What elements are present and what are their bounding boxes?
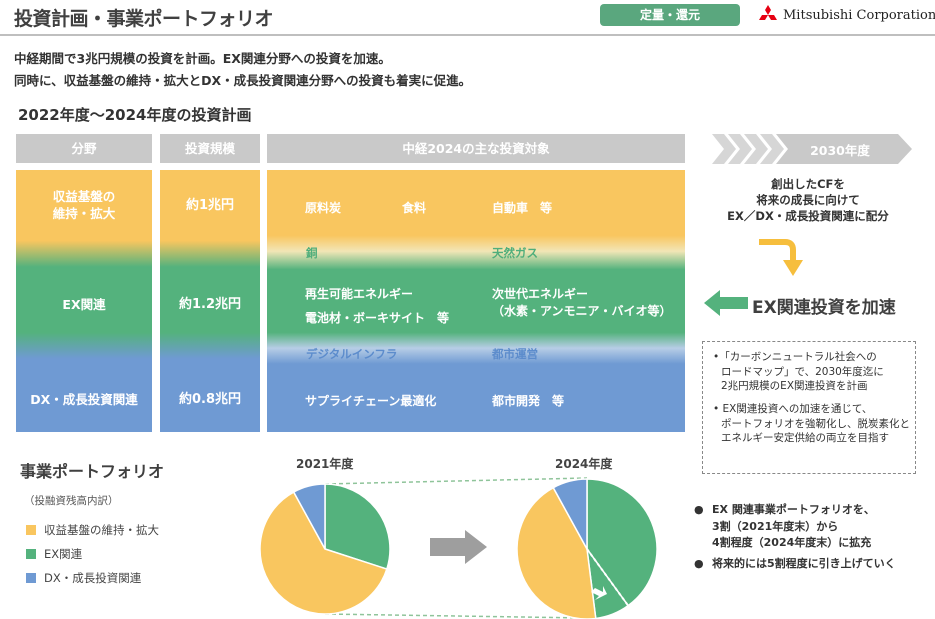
page-title: 投資計画・事業ポートフォリオ [14, 8, 274, 30]
portfolio-bullet-2: ●将来的には5割程度に引き上げていく [694, 556, 896, 570]
target-natural-gas: 天然ガス [492, 246, 538, 260]
scale-column-bg [160, 170, 260, 432]
legend-item-green: EX関連 [26, 546, 82, 562]
target-hydrogen-ammonia: （水素・アンモニア・バイオ等） [492, 304, 672, 318]
header-divider [0, 34, 935, 36]
field-yellow: 収益基盤の 維持・拡大 [52, 189, 116, 221]
legend-swatch-yellow [26, 525, 36, 535]
year-2030-label: 2030年度 [810, 143, 870, 158]
portfolio-bullet-1: ●EX 関連事業ポートフォリオを、 3割（2021年度末）から 4割程度（202… [694, 503, 875, 549]
field-blue: DX・成長投資関連 [30, 391, 138, 407]
legend-swatch-green [26, 549, 36, 559]
three-diamonds-icon [759, 5, 777, 20]
target-supply-chain: サプライチェーン最適化 [305, 394, 437, 408]
cf-allocation-note: 創出したCFを 将来の成長に向けて EX／DX・成長投資関連に配分 [727, 177, 889, 224]
arrow-right-icon [430, 530, 487, 564]
legend-item-blue: DX・成長投資関連 [26, 570, 141, 586]
pie-2021-slice-yellow [259, 491, 388, 615]
portfolio-subtitle: （投融資残高内訳） [24, 495, 119, 507]
company-logo: Mitsubishi Corporation [757, 3, 935, 27]
ex-roadmap-notes: •「カーボンニュートラル社会への ロードマップ」で、2030年度迄に 2兆円規模… [702, 341, 916, 474]
portfolio-bullets: ●EX 関連事業ポートフォリオを、 3割（2021年度末）から 4割程度（202… [690, 502, 930, 576]
header-targets: 中経2024の主な投資対象 [267, 134, 685, 163]
curved-arrow-down-icon [759, 239, 803, 276]
target-battery-bauxite: 電池材・ボーキサイト 等 [305, 311, 450, 325]
year-2021-label: 2021年度 [296, 457, 354, 471]
legend-swatch-blue [26, 573, 36, 583]
legend-label-green: EX関連 [44, 547, 83, 561]
portfolio-bullet-2-text: 将来的には5割程度に引き上げていく [712, 556, 896, 570]
expansion-arrow-icon [591, 586, 607, 600]
arrow-left-icon [704, 290, 748, 316]
field-column-bg [16, 170, 152, 432]
connector-top [324, 477, 588, 485]
portfolio-pies [259, 477, 658, 619]
connector-bottom [324, 613, 588, 619]
lead-line-1: 中経期間で3兆円規模の投資を計画。EX関連分野への投資を加速。 [14, 51, 391, 66]
target-urban-dev: 都市開発 等 [492, 394, 565, 408]
roadmap-note-2: • EX関連投資への加速を通じて、 ポートフォリオを強靭化し、脱炭素化と エネル… [713, 403, 910, 445]
category-badge: 定量・還元 [600, 4, 740, 26]
portfolio-title: 事業ポートフォリオ [20, 462, 165, 481]
target-copper: 銅 [306, 246, 318, 260]
target-coking-coal: 原料炭 [305, 201, 342, 215]
year-2024-label: 2024年度 [555, 457, 613, 471]
header-scale: 投資規模 [160, 134, 260, 163]
target-digital-infra: デジタルインフラ [306, 347, 398, 361]
field-green: EX関連 [62, 296, 106, 312]
pie-2021 [259, 483, 391, 615]
pie-2024-slice-green [586, 478, 658, 607]
header-field: 分野 [16, 134, 152, 163]
company-name: Mitsubishi Corporation [783, 7, 935, 23]
scale-blue: 約0.8兆円 [178, 392, 242, 408]
legend-item-yellow: 収益基盤の維持・拡大 [26, 522, 159, 538]
pie-2024-slice-blue [552, 478, 588, 550]
targets-column-bg [267, 170, 685, 432]
legend-label-yellow: 収益基盤の維持・拡大 [44, 523, 159, 537]
scale-yellow: 約1兆円 [185, 198, 235, 214]
legend-label-blue: DX・成長投資関連 [44, 571, 142, 585]
roadmap-note-1: •「カーボンニュートラル社会への ロードマップ」で、2030年度迄に 2兆円規模… [713, 351, 884, 393]
target-automobile: 自動車 等 [492, 201, 553, 215]
ex-accelerate-heading: EX関連投資を加速 [752, 298, 896, 318]
pie-2024 [516, 478, 658, 619]
pie-2021-slice-green [324, 483, 391, 571]
portfolio-bullet-1-text: EX 関連事業ポートフォリオを、 3割（2021年度末）から 4割程度（2024… [712, 503, 875, 549]
target-renewables: 再生可能エネルギー [305, 287, 414, 301]
target-food: 食料 [402, 201, 427, 215]
pie-2021-slice-blue [292, 483, 326, 550]
target-urban-ops: 都市運営 [492, 347, 538, 361]
plan-subtitle: 2022年度～2024年度の投資計画 [18, 106, 252, 124]
chevron-arrow-band [712, 134, 912, 164]
scale-green: 約1.2兆円 [178, 297, 242, 313]
target-next-gen-energy: 次世代エネルギー [492, 287, 589, 301]
lead-line-2: 同時に、収益基盤の維持・拡大とDX・成長投資関連分野への投資も着実に促進。 [14, 73, 472, 88]
pie-2024-slice-yellow [516, 486, 597, 619]
